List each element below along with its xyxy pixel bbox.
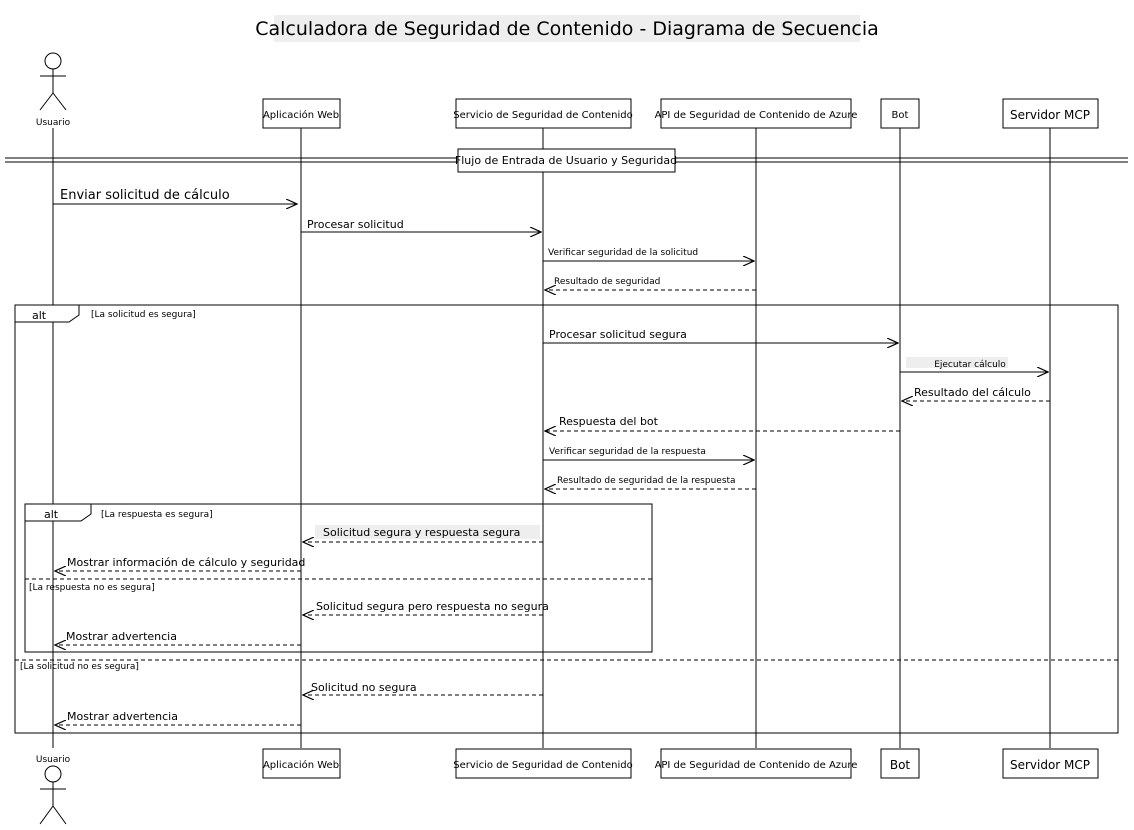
svg-text:Bot: Bot xyxy=(890,758,911,772)
svg-text:Verificar seguridad de la resp: Verificar seguridad de la respuesta xyxy=(549,447,706,457)
participant-azure-bottom: API de Seguridad de Contenido de Azure xyxy=(655,748,858,779)
svg-text:Procesar solicitud: Procesar solicitud xyxy=(307,218,404,231)
title-background xyxy=(274,15,860,42)
svg-text:Servidor MCP: Servidor MCP xyxy=(1010,108,1090,122)
alt-inner-else: [La respuesta no es segura] xyxy=(29,583,155,593)
message-8: Respuesta del bot xyxy=(545,415,900,431)
participant-usuario-label: Usuario xyxy=(36,118,71,128)
svg-text:Servicio de Seguridad de Conte: Servicio de Seguridad de Contenido xyxy=(453,110,632,121)
message-3: Verificar seguridad de la solicitud xyxy=(543,248,754,261)
message-1: Enviar solicitud de cálculo xyxy=(53,188,297,204)
svg-text:Solicitud no segura: Solicitud no segura xyxy=(311,681,417,694)
section-label: Flujo de Entrada de Usuario y Seguridad xyxy=(455,154,677,167)
svg-text:Mostrar advertencia: Mostrar advertencia xyxy=(67,710,178,723)
svg-text:API de Seguridad de Contenido: API de Seguridad de Contenido de Azure xyxy=(655,760,858,771)
message-2: Procesar solicitud xyxy=(301,218,541,232)
message-5: Procesar solicitud segura xyxy=(543,328,898,343)
svg-text:Resultado del cálculo: Resultado del cálculo xyxy=(914,386,1031,399)
alt-inner-keyword: alt xyxy=(44,508,59,521)
svg-text:Respuesta del bot: Respuesta del bot xyxy=(559,415,659,428)
participant-usuario-label-bottom: Usuario xyxy=(36,755,71,765)
message-9: Verificar seguridad de la respuesta xyxy=(543,447,754,460)
message-10: Resultado de seguridad de la respuesta xyxy=(545,476,756,489)
lifelines xyxy=(52,128,1051,748)
message-7: Resultado del cálculo xyxy=(902,386,1050,401)
participant-webapp-top: Aplicación Web xyxy=(262,98,341,129)
actor-usuario-top: Usuario xyxy=(36,52,71,128)
message-12: Mostrar información de cálculo y segurid… xyxy=(55,556,305,571)
svg-text:Servidor MCP: Servidor MCP xyxy=(1010,758,1090,772)
message-6: Ejecutar cálculo xyxy=(900,357,1048,372)
svg-text:Mostrar información de cálculo: Mostrar información de cálculo y segurid… xyxy=(67,556,305,569)
svg-text:Verificar seguridad de la soli: Verificar seguridad de la solicitud xyxy=(548,248,698,258)
message-11: Solicitud segura y respuesta segura xyxy=(303,525,543,542)
message-13: Solicitud segura pero respuesta no segur… xyxy=(303,600,549,615)
alt-outer-else: [La solicitud no es segura] xyxy=(20,662,139,672)
svg-text:Mostrar advertencia: Mostrar advertencia xyxy=(66,630,177,643)
message-14: Mostrar advertencia xyxy=(55,630,301,645)
svg-text:Resultado de seguridad de la r: Resultado de seguridad de la respuesta xyxy=(557,476,736,486)
svg-text:Enviar solicitud de cálculo: Enviar solicitud de cálculo xyxy=(60,188,230,203)
participant-azure-top: API de Seguridad de Contenido de Azure xyxy=(655,98,858,129)
svg-text:Resultado de seguridad: Resultado de seguridad xyxy=(554,277,660,287)
message-15: Solicitud no segura xyxy=(303,681,543,695)
alt-outer-keyword: alt xyxy=(32,309,47,322)
svg-text:Solicitud segura pero respuest: Solicitud segura pero respuesta no segur… xyxy=(316,600,549,613)
svg-text:Aplicación Web: Aplicación Web xyxy=(263,759,339,771)
svg-text:API de Seguridad de Contenido: API de Seguridad de Contenido de Azure xyxy=(655,110,858,121)
svg-text:Ejecutar cálculo: Ejecutar cálculo xyxy=(934,360,1006,370)
message-16: Mostrar advertencia xyxy=(55,710,301,725)
svg-text:Servicio de Seguridad de Conte: Servicio de Seguridad de Contenido xyxy=(453,760,632,771)
alt-fragment-inner: alt [La respuesta es segura] [La respues… xyxy=(24,503,653,653)
actor-head-icon xyxy=(44,52,62,70)
section-divider: Flujo de Entrada de Usuario y Seguridad xyxy=(5,148,1128,173)
participant-mcp-bottom: Servidor MCP xyxy=(1002,748,1099,779)
messages: Enviar solicitud de cálculo Procesar sol… xyxy=(53,188,1050,725)
actor-usuario-bottom: Usuario xyxy=(36,755,71,825)
participant-servicio-top: Servicio de Seguridad de Contenido xyxy=(453,98,633,129)
diagram-title: Calculadora de Seguridad de Contenido - … xyxy=(255,18,879,40)
svg-text:Solicitud segura y respuesta s: Solicitud segura y respuesta segura xyxy=(323,526,520,539)
participant-bot-bottom: Bot xyxy=(880,748,920,779)
svg-text:Procesar solicitud segura: Procesar solicitud segura xyxy=(549,328,687,341)
participant-bot-top: Bot xyxy=(880,98,920,129)
alt-fragment-outer: alt [La solicitud es segura] [La solicit… xyxy=(14,304,1119,734)
participant-servicio-bottom: Servicio de Seguridad de Contenido xyxy=(453,748,633,779)
svg-text:Bot: Bot xyxy=(892,110,909,121)
message-4: Resultado de seguridad xyxy=(545,277,756,290)
alt-outer-guard: [La solicitud es segura] xyxy=(91,310,196,320)
svg-text:Aplicación Web: Aplicación Web xyxy=(263,109,339,121)
actor-head-icon xyxy=(44,765,62,783)
participant-mcp-top: Servidor MCP xyxy=(1002,98,1099,129)
alt-inner-guard: [La respuesta es segura] xyxy=(101,510,213,520)
participant-webapp-bottom: Aplicación Web xyxy=(262,748,341,779)
